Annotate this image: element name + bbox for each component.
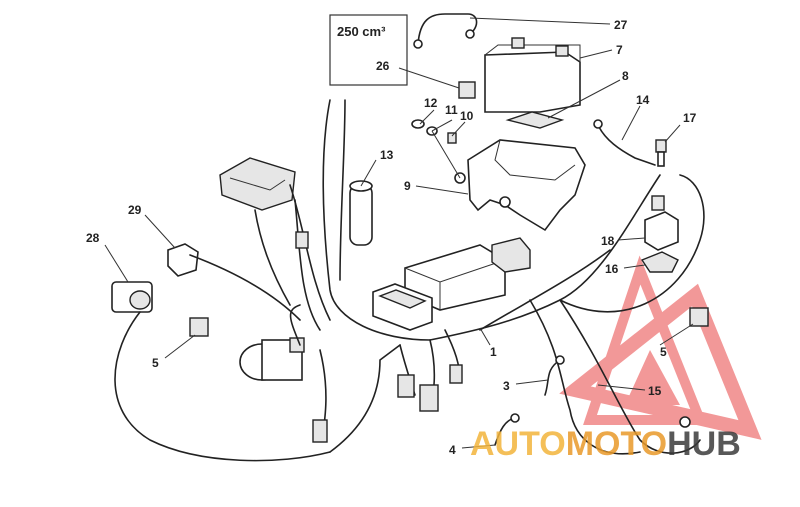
callout-18: 18 <box>601 234 615 248</box>
part-13-capacitor <box>349 180 373 246</box>
watermark-text: AUTOMOTOHUB <box>470 425 741 463</box>
callout-5-left: 5 <box>152 356 159 370</box>
part-14-battery-cable <box>597 124 656 166</box>
callout-9: 9 <box>404 179 411 193</box>
callout-17: 17 <box>683 111 697 125</box>
part-8-pad <box>505 111 565 129</box>
callout-15: 15 <box>648 384 662 398</box>
part-15-eyelet <box>679 416 691 428</box>
watermark-logo <box>559 255 762 440</box>
callout-8: 8 <box>622 69 629 83</box>
callout-1: 1 <box>490 345 497 359</box>
callouts: 27 7 8 26 12 11 10 14 17 13 9 29 28 18 1… <box>86 18 697 457</box>
connector-block <box>491 237 531 273</box>
part-18-relay <box>644 195 679 251</box>
callout-4: 4 <box>449 443 456 457</box>
part-17-bolt <box>655 139 667 167</box>
callout-5-right: 5 <box>660 345 667 359</box>
starter-solenoid <box>239 337 305 381</box>
callout-16: 16 <box>605 262 619 276</box>
callout-28: 28 <box>86 231 100 245</box>
watermark-hub: HUB <box>667 425 741 463</box>
callout-10: 10 <box>460 109 474 123</box>
callout-12: 12 <box>424 96 438 110</box>
tray-screws <box>411 119 457 144</box>
watermark-moto: MOTO <box>566 425 667 463</box>
callout-3: 3 <box>503 379 510 393</box>
harness-plug-c <box>449 364 463 384</box>
part-5-clip-right <box>689 307 709 327</box>
callout-13: 13 <box>380 148 394 162</box>
part-27-strap <box>417 13 478 45</box>
part-9-battery-tray <box>454 139 586 232</box>
harness-plug-b <box>419 384 439 412</box>
variant-box: 250 cm³ <box>329 14 408 86</box>
svg-text:AUTOMOTOHUB: AUTOMOTOHUB <box>470 425 741 463</box>
part-5-clip-left <box>189 317 209 337</box>
part-26-fuse <box>458 81 476 99</box>
harness-plug-a <box>397 374 415 398</box>
variant-box-label: 250 cm³ <box>337 24 386 39</box>
main-harness <box>114 99 705 462</box>
leader-lines <box>104 17 694 449</box>
callout-27: 27 <box>614 18 628 32</box>
watermark-auto: AUTO <box>470 425 566 463</box>
flasher-unit <box>372 283 433 331</box>
part-7-battery <box>484 37 581 113</box>
voltage-regulator <box>219 157 296 211</box>
callout-11: 11 <box>445 103 458 117</box>
part-16-mount <box>640 251 679 273</box>
callout-26: 26 <box>376 59 390 73</box>
part-28-switch <box>111 281 153 313</box>
callout-7: 7 <box>616 43 623 57</box>
callout-29: 29 <box>128 203 142 217</box>
part-29-connector <box>167 243 199 277</box>
harness-plug-e <box>295 231 309 249</box>
harness-plug-d <box>312 419 328 443</box>
callout-14: 14 <box>636 93 650 107</box>
